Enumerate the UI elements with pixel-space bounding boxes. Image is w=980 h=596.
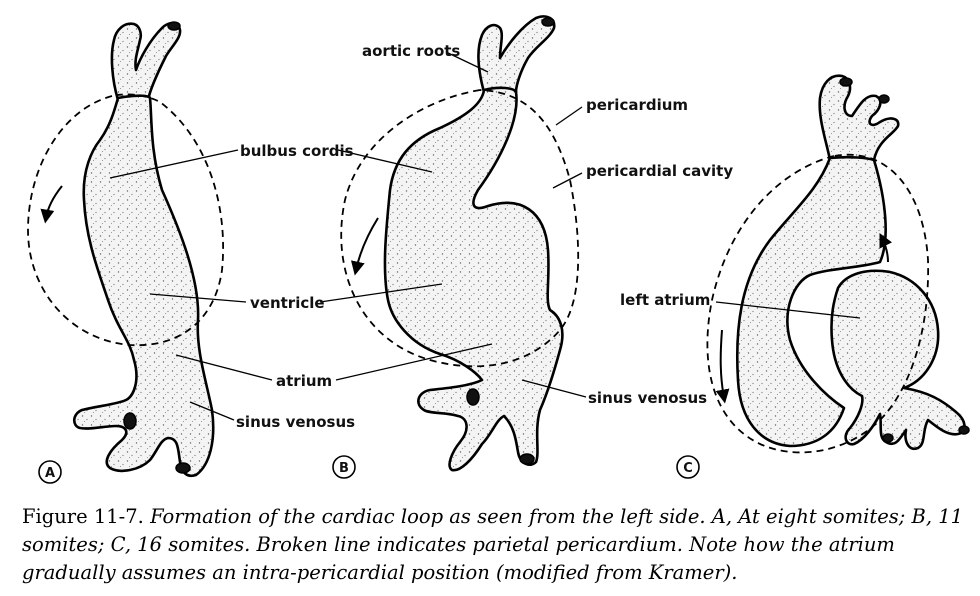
panel-c-arrow-up xyxy=(879,232,893,263)
leader-bulbus-a xyxy=(109,149,239,179)
panel-a-vein-opening xyxy=(123,412,137,430)
figure-caption: Figure 11-7. Formation of the cardiac lo… xyxy=(22,503,972,587)
leader-sinus-b xyxy=(521,379,587,398)
panel-c-vein-opening xyxy=(958,425,970,435)
label-atrium: atrium xyxy=(276,372,332,390)
panel-b-aortic-roots xyxy=(477,15,556,94)
leader-sinus-a xyxy=(189,401,235,421)
panel-b-heart-tube xyxy=(383,86,564,472)
panel-c-vessel-opening xyxy=(839,77,853,87)
panel-b-circle xyxy=(332,455,356,479)
panel-b-drawing xyxy=(340,15,580,472)
leader-bulbus-b xyxy=(337,149,433,173)
panel-b-vein-opening-lower xyxy=(519,453,535,465)
leader-ventricle-a xyxy=(149,293,247,303)
leader-lines xyxy=(109,51,861,421)
figure-caption-text: Formation of the cardiac loop as seen fr… xyxy=(22,505,964,584)
panel-a-rotation-arrow xyxy=(40,185,63,224)
leader-pericardial-cavity xyxy=(552,172,583,189)
panel-a-vessel-opening xyxy=(167,21,181,31)
panel-letter-b: B xyxy=(339,461,349,476)
leader-atrium-b xyxy=(335,343,493,381)
panel-a-drawing xyxy=(27,21,224,478)
panel-b-vessel-opening xyxy=(541,17,555,27)
panel-c-drawing xyxy=(706,74,970,454)
panel-c-vessel-opening-2 xyxy=(878,94,890,104)
label-sinus-venosus-b: sinus venosus xyxy=(588,389,707,407)
panel-c-arrow-down xyxy=(715,329,730,404)
leader-pericardium xyxy=(555,106,583,126)
leader-atrium-a xyxy=(175,354,273,381)
leader-left-atrium xyxy=(715,301,861,319)
panel-b-rotation-arrow xyxy=(350,217,379,276)
panel-c-circle xyxy=(676,455,700,479)
label-left-atrium: left atrium xyxy=(620,291,710,309)
panel-b-pericardium-line xyxy=(340,89,580,368)
panel-c-left-atrium xyxy=(830,269,966,451)
panel-a-pericardium-line xyxy=(27,93,224,347)
labels: aortic roots pericardium bulbus cordis p… xyxy=(236,42,733,431)
figure-number: Figure 11-7. xyxy=(22,505,144,528)
panel-b-vein-opening xyxy=(466,388,480,406)
panel-letter-a: A xyxy=(45,466,55,481)
leader-aortic-roots xyxy=(445,51,489,73)
panel-c-aortic-roots xyxy=(818,74,900,162)
panel-letters: A B C xyxy=(38,455,700,484)
panel-a-heart-tube xyxy=(72,94,215,478)
label-aortic-roots: aortic roots xyxy=(362,42,460,60)
panel-letter-c: C xyxy=(683,461,693,476)
label-pericardial-cavity: pericardial cavity xyxy=(586,162,733,180)
label-pericardium: pericardium xyxy=(586,96,688,114)
panel-c-vein-opening-2 xyxy=(882,433,894,443)
label-bulbus-cordis: bulbus cordis xyxy=(240,142,354,160)
panel-c-pericardium-line xyxy=(706,153,929,454)
label-sinus-venosus-a: sinus venosus xyxy=(236,413,355,431)
panel-a-circle xyxy=(38,460,62,484)
panel-a-aortic-roots xyxy=(110,21,182,102)
panel-a-vein-opening-lower xyxy=(175,462,191,474)
label-ventricle: ventricle xyxy=(250,294,325,312)
leader-ventricle-b xyxy=(319,283,443,303)
